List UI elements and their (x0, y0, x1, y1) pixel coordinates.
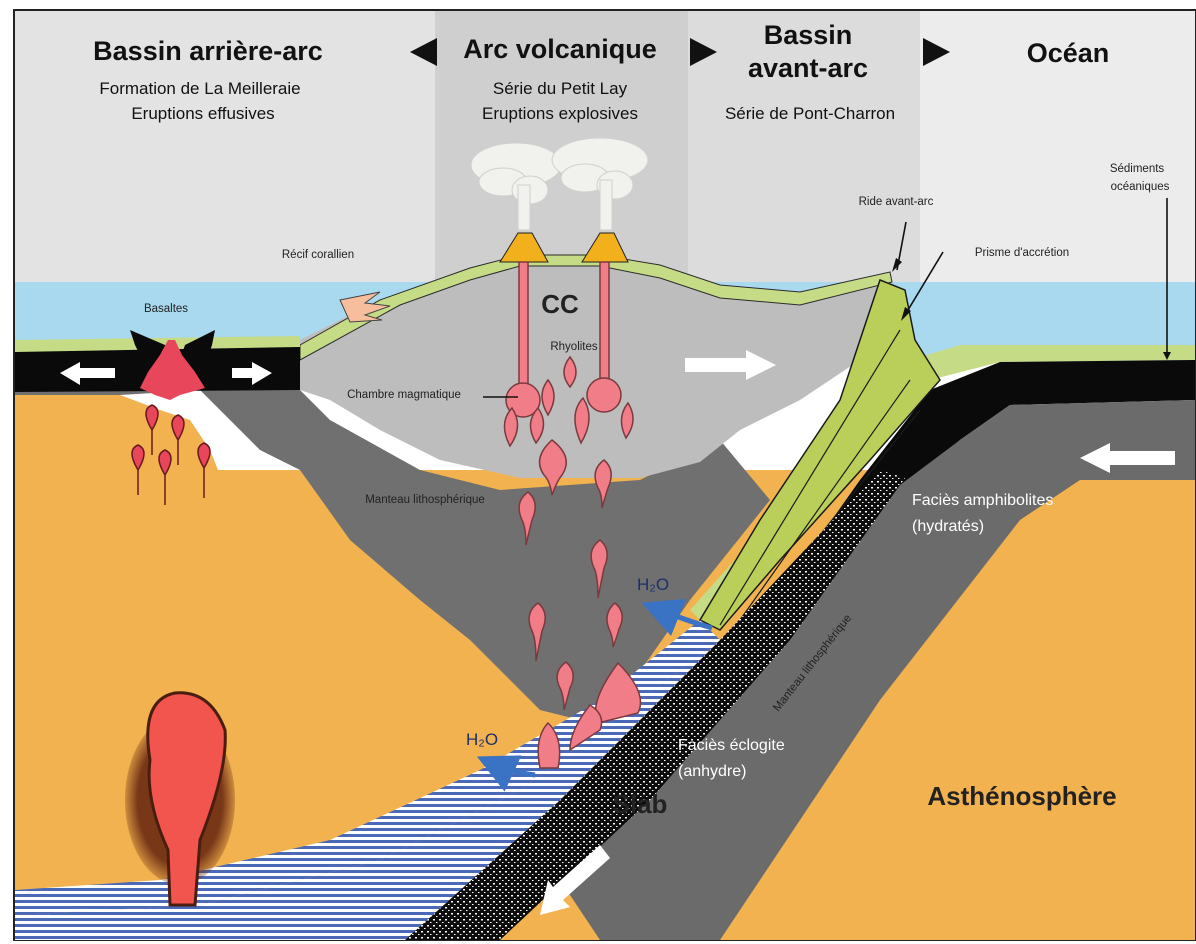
arc-line2: Eruptions explosives (482, 104, 638, 123)
arc-line1: Série du Petit Lay (493, 79, 628, 98)
amphibolite-label-2: (hydratés) (912, 518, 984, 535)
back-arc-line2: Eruptions effusives (131, 104, 274, 123)
arc-title: Arc volcanique (463, 34, 657, 64)
slab-label: Slab (613, 789, 668, 819)
h2o-label-2: H₂O (466, 730, 498, 749)
amphibolite-label-1: Faciès amphibolites (912, 492, 1053, 509)
magma-chamber-label: Chambre magmatique (347, 389, 461, 401)
fore-arc-title-1: Bassin (764, 20, 853, 50)
cc-label: CC (541, 289, 579, 319)
accretion-prism-label: Prisme d'accrétion (975, 247, 1069, 259)
asthenosphere-label: Asthénosphère (927, 781, 1116, 811)
ocean-sediments-label-2: océaniques (1111, 181, 1170, 193)
h2o-label-1: H₂O (637, 575, 669, 594)
eclogite-label-2: (anhydre) (678, 763, 746, 780)
eclogite-label-1: Faciès éclogite (678, 737, 785, 754)
conduit-right (600, 262, 609, 382)
back-arc-line1: Formation de La Meilleraie (99, 79, 300, 98)
fore-arc-title-2: avant-arc (748, 53, 868, 83)
ocean-title: Océan (1027, 38, 1110, 68)
lithospheric-mantle-label: Manteau lithosphérique (365, 494, 485, 506)
back-arc-title: Bassin arrière-arc (93, 36, 323, 66)
fore-arc-line1: Série de Pont-Charron (725, 104, 895, 123)
conduit-left (519, 262, 528, 392)
ocean-sediments-label-1: Sédiments (1110, 163, 1165, 175)
rhyolites-label: Rhyolites (550, 341, 598, 353)
basalts-label: Basaltes (144, 303, 188, 315)
fore-arc-ridge-label: Ride avant-arc (859, 196, 934, 208)
coral-reef-label: Récif corallien (282, 249, 354, 261)
